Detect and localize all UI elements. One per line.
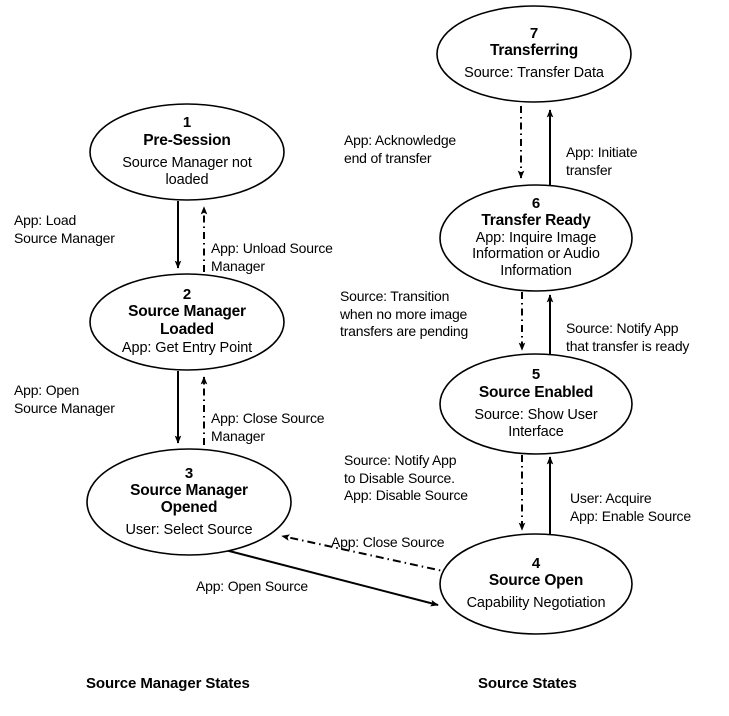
state-description-line: Capability Negotiation [466, 595, 606, 612]
state-number: 7 [529, 24, 539, 42]
transition-label-initiate-transfer: App: Initiate transfer [566, 144, 638, 178]
state-title: Transferring [489, 42, 579, 59]
transition-label-load-source-manager: App: Load Source Manager [14, 212, 115, 246]
state-node-5[interactable]: 5 Source Enabled Source: Show User Inter… [440, 354, 632, 454]
state-description-line: Information [500, 263, 572, 280]
transition-label-open-source-manager: App: Open Source Manager [14, 382, 115, 416]
state-description-line: Interface [508, 423, 564, 440]
state-description-line: loaded [165, 171, 209, 188]
state-node-7[interactable]: 7 Transferring Source: Transfer Data [437, 6, 631, 102]
state-number: 6 [531, 195, 541, 212]
transition-label-enable-source: User: Acquire App: Enable Source [570, 490, 691, 524]
transition-label-close-source-manager: App: Close Source Manager [211, 410, 325, 444]
transition-label-acknowledge-end: App: Acknowledge end of transfer [344, 132, 456, 166]
state-number: 2 [182, 286, 192, 304]
transition-line-close-source [281, 534, 453, 574]
state-ellipse-5[interactable] [439, 353, 633, 455]
state-description-line: Source: Show User [474, 406, 598, 423]
transition-label-disable-source: Source: Notify App to Disable Source. Ap… [344, 452, 468, 503]
state-description-line: Information or Audio [472, 246, 600, 263]
state-title: Pre-Session [143, 131, 231, 149]
state-description-line: Source Manager not [122, 154, 252, 171]
state-description-line: App: Get Entry Point [121, 340, 253, 357]
state-description: Source: Transfer Data [464, 65, 604, 82]
state-node-2[interactable]: 2 Source Manager Loaded App: Get Entry P… [90, 274, 284, 370]
state-number: 1 [182, 114, 192, 132]
column-title-source-manager-states: Source Manager States [86, 675, 250, 692]
state-description: App: Get Entry Point [122, 340, 252, 357]
state-title: Source Manager Loaded [128, 303, 246, 338]
state-number: 4 [531, 554, 541, 572]
state-description: App: Inquire Image Information or Audio … [472, 230, 600, 280]
state-ellipse-7[interactable] [436, 5, 632, 103]
state-description: Source: Show User Interface [474, 407, 597, 441]
transition-label-unload-source-manager: App: Unload Source Manager [211, 240, 333, 274]
state-node-1[interactable]: 1 Pre-Session Source Manager not loaded [90, 104, 284, 200]
state-title: Source Open [488, 572, 584, 589]
state-description-line: Source: Transfer Data [464, 65, 604, 82]
state-title: Source Manager Opened [130, 481, 248, 517]
transition-label-transfer-ready: Source: Notify App that transfer is read… [566, 320, 690, 354]
state-description: User: Select Source [125, 522, 252, 539]
column-title-source-states: Source States [478, 675, 577, 692]
state-node-3[interactable]: 3 Source Manager Opened User: Select Sou… [87, 449, 291, 555]
state-title: Transfer Ready [481, 212, 591, 230]
transition-label-close-source: App: Close Source [331, 534, 445, 550]
state-node-4[interactable]: 4 Source Open Capability Negotiation [440, 534, 632, 634]
state-ellipse-3[interactable] [86, 448, 292, 556]
state-number: 3 [184, 464, 194, 482]
state-description-line: User: Select Source [125, 521, 253, 538]
state-title: Source Enabled [478, 383, 594, 401]
transition-label-no-more-transfers: Source: Transition when no more image tr… [340, 288, 469, 339]
state-ellipse-1[interactable] [89, 103, 285, 201]
transition-label-open-source: App: Open Source [196, 578, 308, 594]
state-description-line: App: Inquire Image [475, 229, 597, 246]
state-description: Source Manager not loaded [122, 155, 252, 189]
state-number: 5 [531, 366, 541, 384]
state-node-6[interactable]: 6 Transfer Ready App: Inquire Image Info… [440, 185, 632, 291]
state-ellipse-2[interactable] [89, 273, 285, 371]
state-ellipse-4[interactable] [439, 533, 633, 635]
state-description: Capability Negotiation [467, 595, 606, 612]
state-ellipse-6[interactable] [439, 184, 633, 292]
